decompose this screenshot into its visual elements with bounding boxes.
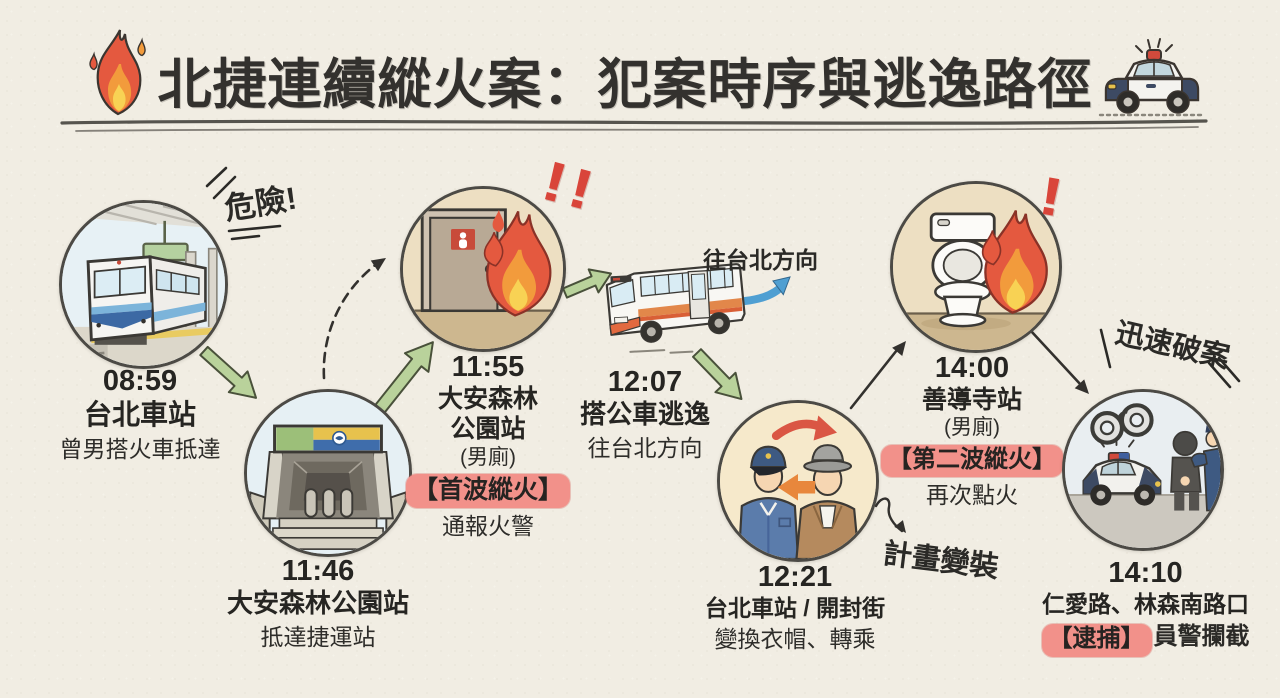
burning-toilet-illustration [890, 181, 1062, 353]
step4-time: 12:07 [607, 366, 683, 398]
step2-desc: 抵達捷運站 [260, 623, 376, 650]
step7-desc: 員警攔截 [1153, 622, 1250, 650]
step2-time: 11:46 [281, 555, 355, 587]
bus-direction-arrow [741, 276, 791, 305]
dashed-arrow-to-restroom [322, 258, 386, 380]
step1-place: 台北車站 [83, 398, 196, 430]
police-car-icon [1098, 34, 1204, 120]
step6-sub: (男廁) [944, 416, 1000, 440]
mrt-station-entrance-illustration [244, 389, 412, 557]
flame-icon [86, 26, 150, 120]
step3-place-line1: 大安森林 [437, 384, 538, 413]
step5-desc: 變換衣帽、轉乘 [714, 625, 876, 652]
step3-sub: (男廁) [460, 445, 516, 469]
danger-note: 危險! [222, 180, 300, 227]
step3-time: 11:55 [451, 351, 525, 383]
step1-desc: 曾男搭火車抵達 [59, 436, 221, 463]
train-at-platform-illustration [59, 200, 228, 369]
step4-desc: 往台北方向 [587, 434, 703, 461]
page-title: 北捷連續縱火案：犯案時序與逃逸路徑 [157, 55, 1093, 115]
step7-place: 仁愛路、林森南路口 [1042, 590, 1249, 617]
second-arson-tag: 【第二波縱火】 [881, 444, 1063, 478]
first-arson-tag: 【首波縱火】 [405, 474, 570, 509]
step6-time: 14:00 [934, 352, 1010, 384]
step3-desc: 通報火警 [442, 513, 534, 540]
city-bus-illustration [595, 248, 752, 364]
step7-time: 14:10 [1108, 557, 1183, 589]
bus-direction-label: 往台北方向 [703, 247, 818, 273]
step6-place: 善導寺站 [921, 385, 1022, 414]
step1-time: 08:59 [102, 365, 178, 397]
step6-desc: 再次點火 [926, 482, 1018, 509]
burning-restroom-door-illustration [400, 186, 566, 352]
arrest-tag: 【逮捕】 [1041, 623, 1152, 657]
step3-place-line2: 公園站 [450, 415, 526, 444]
double-exclamation: !! [535, 148, 605, 223]
step4-place: 搭公車逃逸 [579, 398, 710, 429]
title-underline [60, 119, 1208, 132]
step5-place: 台北車站 / 開封街 [704, 594, 886, 621]
step5-time: 12:21 [757, 561, 833, 593]
quick-solve-note: 迅速破案 [1112, 317, 1233, 375]
disguise-swap-illustration [717, 400, 879, 562]
arrest-scene-illustration [1062, 389, 1224, 551]
step2-place: 大安森林公園站 [226, 587, 409, 618]
single-exclamation: ! [1034, 165, 1068, 229]
